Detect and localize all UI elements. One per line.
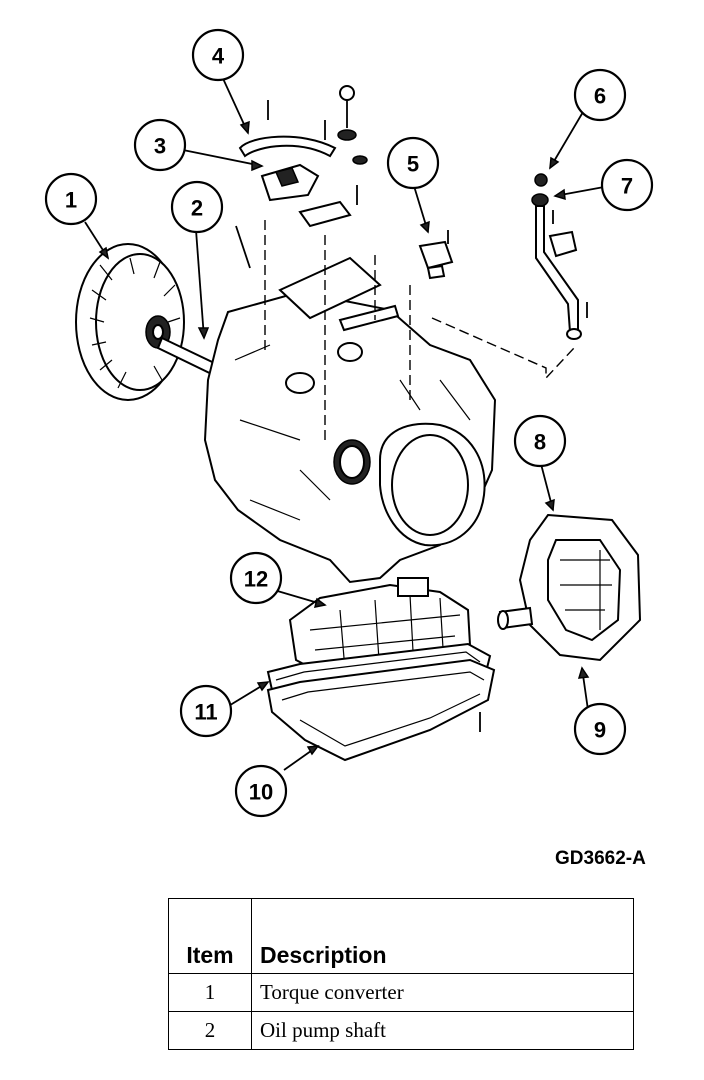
svg-text:2: 2 [191,196,203,221]
svg-text:10: 10 [249,780,273,805]
legend-header-row: Item Description [168,898,634,974]
assembly-lines [264,220,575,440]
filler-tube [531,173,588,340]
row-description: Oil pump shaft [251,1011,634,1050]
header-description: Description [251,898,634,974]
callout-9: 9 [573,702,627,756]
svg-text:12: 12 [244,567,268,592]
row-description: Torque converter [251,973,634,1012]
callout-11: 11 [179,684,233,738]
callout-10: 10 [234,764,288,818]
svg-text:8: 8 [534,430,546,455]
svg-text:1: 1 [65,188,77,213]
svg-text:3: 3 [154,134,166,159]
callout-5: 5 [386,136,440,190]
header-item: Item [168,898,252,974]
oil-pan [266,658,496,762]
table-row: 1 Torque converter [168,973,634,1012]
pump-cover [497,513,642,662]
legend-table: Item Description 1 Torque converter 2 Oi… [168,898,634,1050]
exploded-transmission-diagram: 1 2 3 4 5 6 7 8 9 10 11 12 [44,28,654,818]
svg-text:7: 7 [621,174,633,199]
callout-2: 2 [170,180,224,234]
callout-leaders [84,71,605,771]
svg-text:4: 4 [212,44,225,69]
svg-text:11: 11 [194,700,217,725]
sensor-parts [235,85,454,280]
callout-7: 7 [600,158,654,212]
svg-text:5: 5 [407,152,419,177]
callout-6: 6 [573,68,627,122]
callout-8: 8 [513,414,567,468]
callout-4: 4 [191,28,245,82]
table-row: 2 Oil pump shaft [168,1011,634,1050]
callout-3: 3 [133,118,187,172]
callout-1: 1 [44,172,98,226]
row-item: 1 [168,973,252,1012]
svg-text:9: 9 [594,718,606,743]
row-item: 2 [168,1011,252,1050]
callout-12: 12 [229,551,283,605]
figure-code: GD3662-A [555,848,646,869]
transmission-case [203,256,497,584]
torque-converter [75,243,185,401]
svg-text:6: 6 [594,84,606,109]
